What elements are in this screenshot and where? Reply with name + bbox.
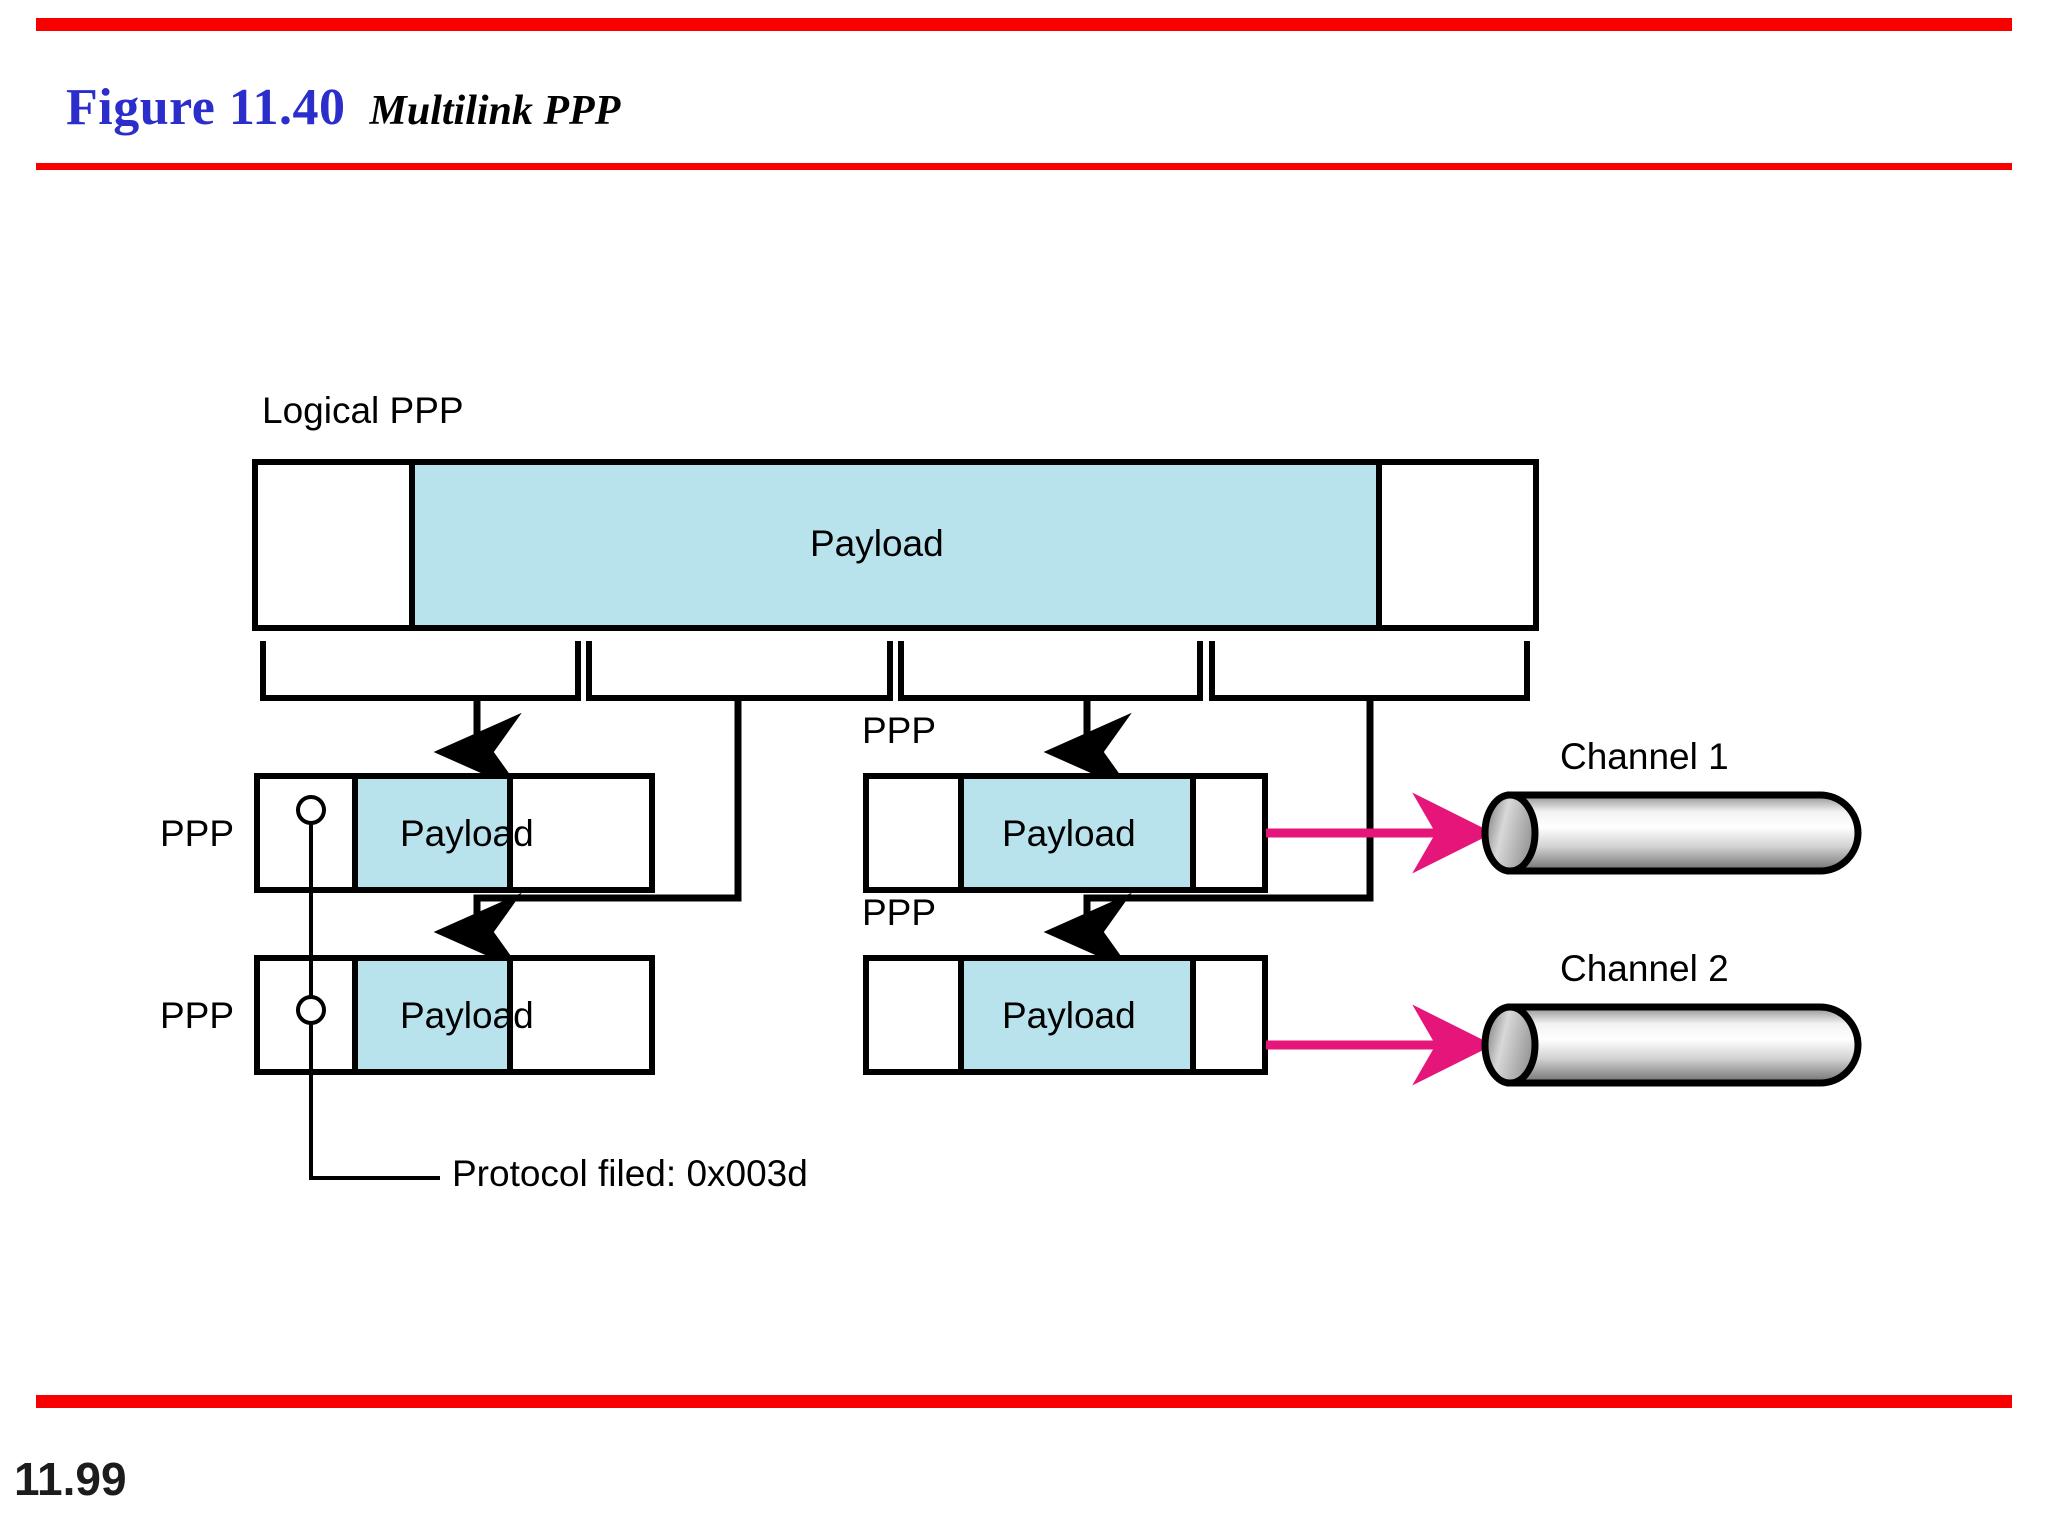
connector-4: [1043, 698, 1374, 972]
logical-payload-label: Payload: [810, 523, 944, 564]
bracket-2: [586, 641, 893, 701]
ppp-frame-4: [863, 955, 1268, 1075]
ppp-frame-2-side-label: PPP: [160, 995, 235, 1036]
channel-1-cylinder: [1481, 791, 1862, 875]
bottom-red-rule: [36, 1395, 2012, 1408]
figure-title: Multilink PPP: [369, 88, 621, 134]
ppp-frame-3-top-label: PPP: [862, 710, 937, 751]
channel-arrows: [1266, 792, 1494, 1086]
ppp-frame-3: [863, 773, 1268, 893]
channel-1-label: Channel 1: [1560, 736, 1729, 777]
ppp-frame-1-side-label: PPP: [160, 813, 235, 854]
bracket-3: [898, 641, 1203, 701]
ppp-frame-3-payload-label: Payload: [1002, 813, 1136, 854]
figure-label: Figure 11.40: [66, 79, 346, 136]
protocol-field-note: Protocol filed: 0x003d: [452, 1153, 808, 1194]
protocol-marker-icon-2: [296, 995, 326, 1025]
ppp-frame-2-payload-label: Payload: [400, 995, 534, 1036]
title-red-rule: [36, 163, 2012, 170]
top-red-rule: [36, 18, 2012, 31]
bracket-1: [260, 641, 581, 701]
ppp-frame-4-payload-label: Payload: [1002, 995, 1136, 1036]
channel-2-label: Channel 2: [1560, 948, 1729, 989]
connector-2: [433, 698, 742, 972]
protocol-marker-icon-1: [296, 795, 326, 825]
channel-2-cylinder: [1481, 1003, 1862, 1087]
page-number: 11.99: [14, 1453, 127, 1505]
ppp-frame-4-top-label: PPP: [862, 892, 937, 933]
logical-ppp-frame: [252, 459, 1539, 631]
logical-ppp-label: Logical PPP: [262, 390, 464, 431]
ppp-frame-1: [254, 773, 655, 893]
ppp-frame-1-payload-label: Payload: [400, 813, 534, 854]
segmentation-brackets: [260, 641, 1530, 701]
ppp-frame-2: [254, 955, 655, 1075]
segment-connectors: [433, 698, 1374, 972]
protocol-field-leader: [296, 795, 440, 1180]
bracket-4: [1209, 641, 1530, 701]
slide-title-row: Figure 11.40 Multilink PPP: [66, 78, 620, 137]
